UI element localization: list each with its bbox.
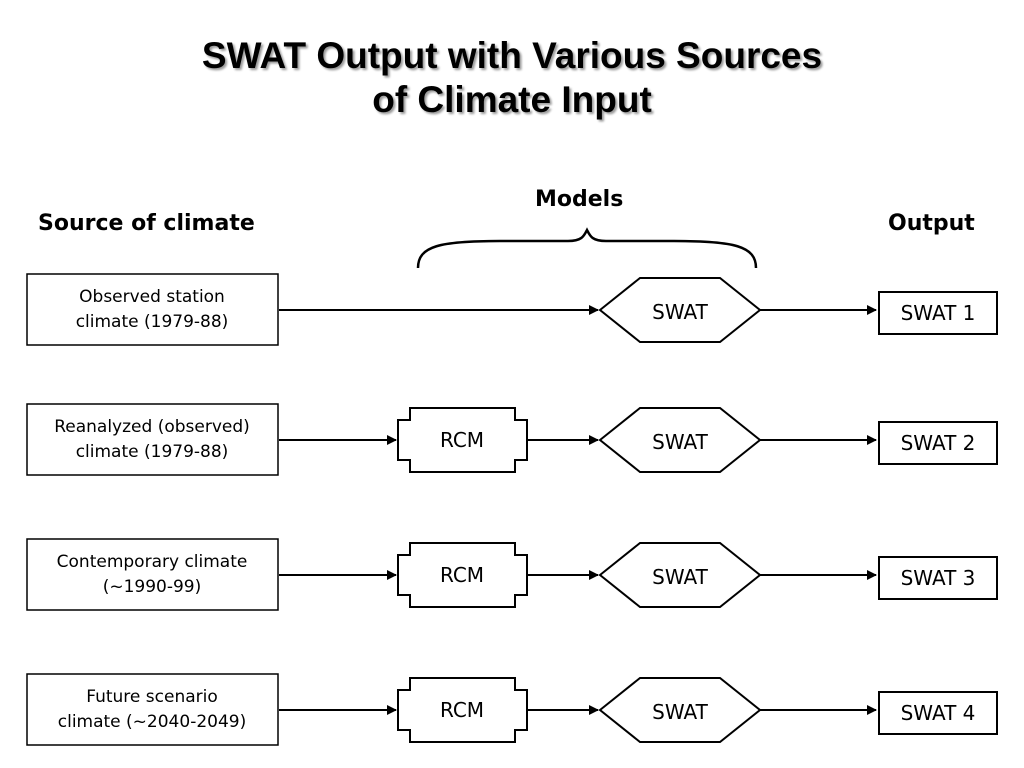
source-label-line-1: Reanalyzed (observed) [54,417,250,437]
source-box [26,673,279,746]
header-output: Output [888,211,975,236]
source-label-line-2: climate (~2040-2049) [58,712,246,732]
rcm-label: RCM [440,698,484,722]
slide-title: SWAT Output with Various Sources of Clim… [0,34,1024,122]
diagram-row-3: Contemporary climate (~1990-99) RCM SWAT SWA… [26,538,998,611]
header-models: Models [535,187,624,212]
output-label: SWAT 3 [901,566,976,590]
source-label-line-1: Observed station [79,287,225,307]
rcm-label: RCM [440,428,484,452]
diagram-row-4: Future scenario climate (~2040-2049) RCM SW… [26,673,998,746]
source-label-line-2: climate (1979-88) [76,312,229,332]
rcm-box [397,677,528,743]
source-box [26,403,279,476]
source-label-line-2: climate (1979-88) [76,442,229,462]
diagram-row-2: Reanalyzed (observed) climate (1979-88) RC… [26,403,998,476]
output-label: SWAT 1 [901,301,976,325]
source-box [26,538,279,611]
output-box [878,556,998,600]
rcm-box [397,407,528,473]
swat-label: SWAT [652,700,709,724]
rcm-label: RCM [440,563,484,587]
title-line-2: of Climate Input [372,79,652,120]
title-line-1: SWAT Output with Various Sources [201,35,823,76]
header-source-of-climate: Source of climate [38,211,255,236]
source-label-line-1: Future scenario [86,687,218,707]
models-brace [416,227,758,269]
swat-label: SWAT [652,430,709,454]
source-box [26,273,279,346]
output-label: SWAT 2 [901,431,976,455]
rcm-box [397,542,528,608]
output-box [878,291,998,335]
swat-label: SWAT [652,565,709,589]
diagram-row-1: Observed station climate (1979-88) SWAT SWA… [26,273,998,346]
source-label-line-2: (~1990-99) [103,577,202,597]
output-box [878,691,998,735]
swat-label: SWAT [652,300,709,324]
source-label-line-1: Contemporary climate [57,552,248,572]
diagram-rows: Observed station climate (1979-88) SWAT SWA… [26,273,998,746]
output-box [878,421,998,465]
output-label: SWAT 4 [901,701,976,725]
